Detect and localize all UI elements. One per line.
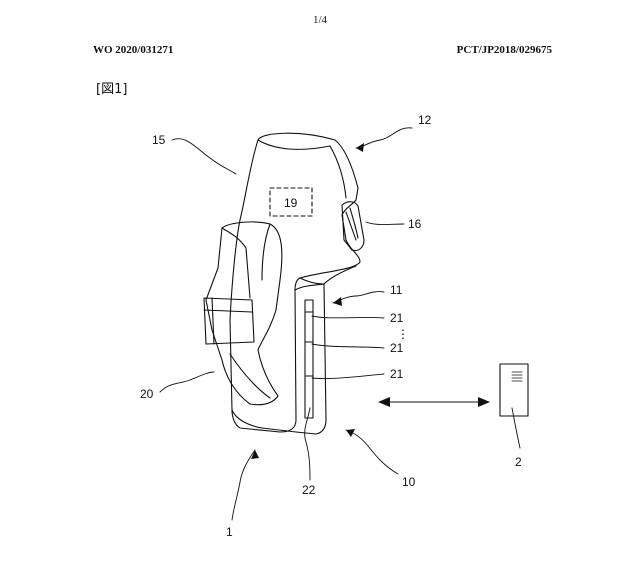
ref-20: 20: [140, 387, 154, 401]
communication-arrow: [378, 397, 490, 407]
trigger-button: [341, 201, 365, 252]
hand-strap: [203, 221, 283, 406]
publication-number: WO 2020/031271: [93, 44, 174, 56]
ref-12: 12: [418, 113, 432, 127]
arrowheads: [251, 143, 364, 459]
touch-sensor-strip: [304, 299, 314, 419]
device-housing: [229, 132, 361, 435]
figure-label: [図1]: [96, 82, 128, 97]
ref-2: 2: [515, 455, 522, 469]
ref-19: 19: [284, 196, 298, 210]
ref-15: 15: [152, 133, 166, 147]
ellipsis-dots: ⋮: [397, 327, 409, 341]
sensor-box: [269, 187, 313, 217]
page-number: 1/4: [312, 14, 328, 26]
application-number: PCT/JP2018/029675: [456, 44, 552, 56]
ref-16: 16: [408, 217, 422, 231]
ref-21-middle: 21: [390, 341, 404, 355]
ref-1: 1: [226, 525, 233, 539]
ref-11: 11: [390, 283, 403, 297]
ref-10: 10: [402, 475, 416, 489]
external-device: [499, 363, 529, 417]
ref-21-bottom: 21: [390, 367, 404, 381]
reference-numerals: 15 12 19 16 11 21 ⋮ 21 21 20 22 10 2 1: [140, 113, 522, 539]
leader-lines: [159, 127, 521, 521]
ref-22: 22: [302, 483, 316, 497]
ref-21-top: 21: [390, 311, 404, 325]
